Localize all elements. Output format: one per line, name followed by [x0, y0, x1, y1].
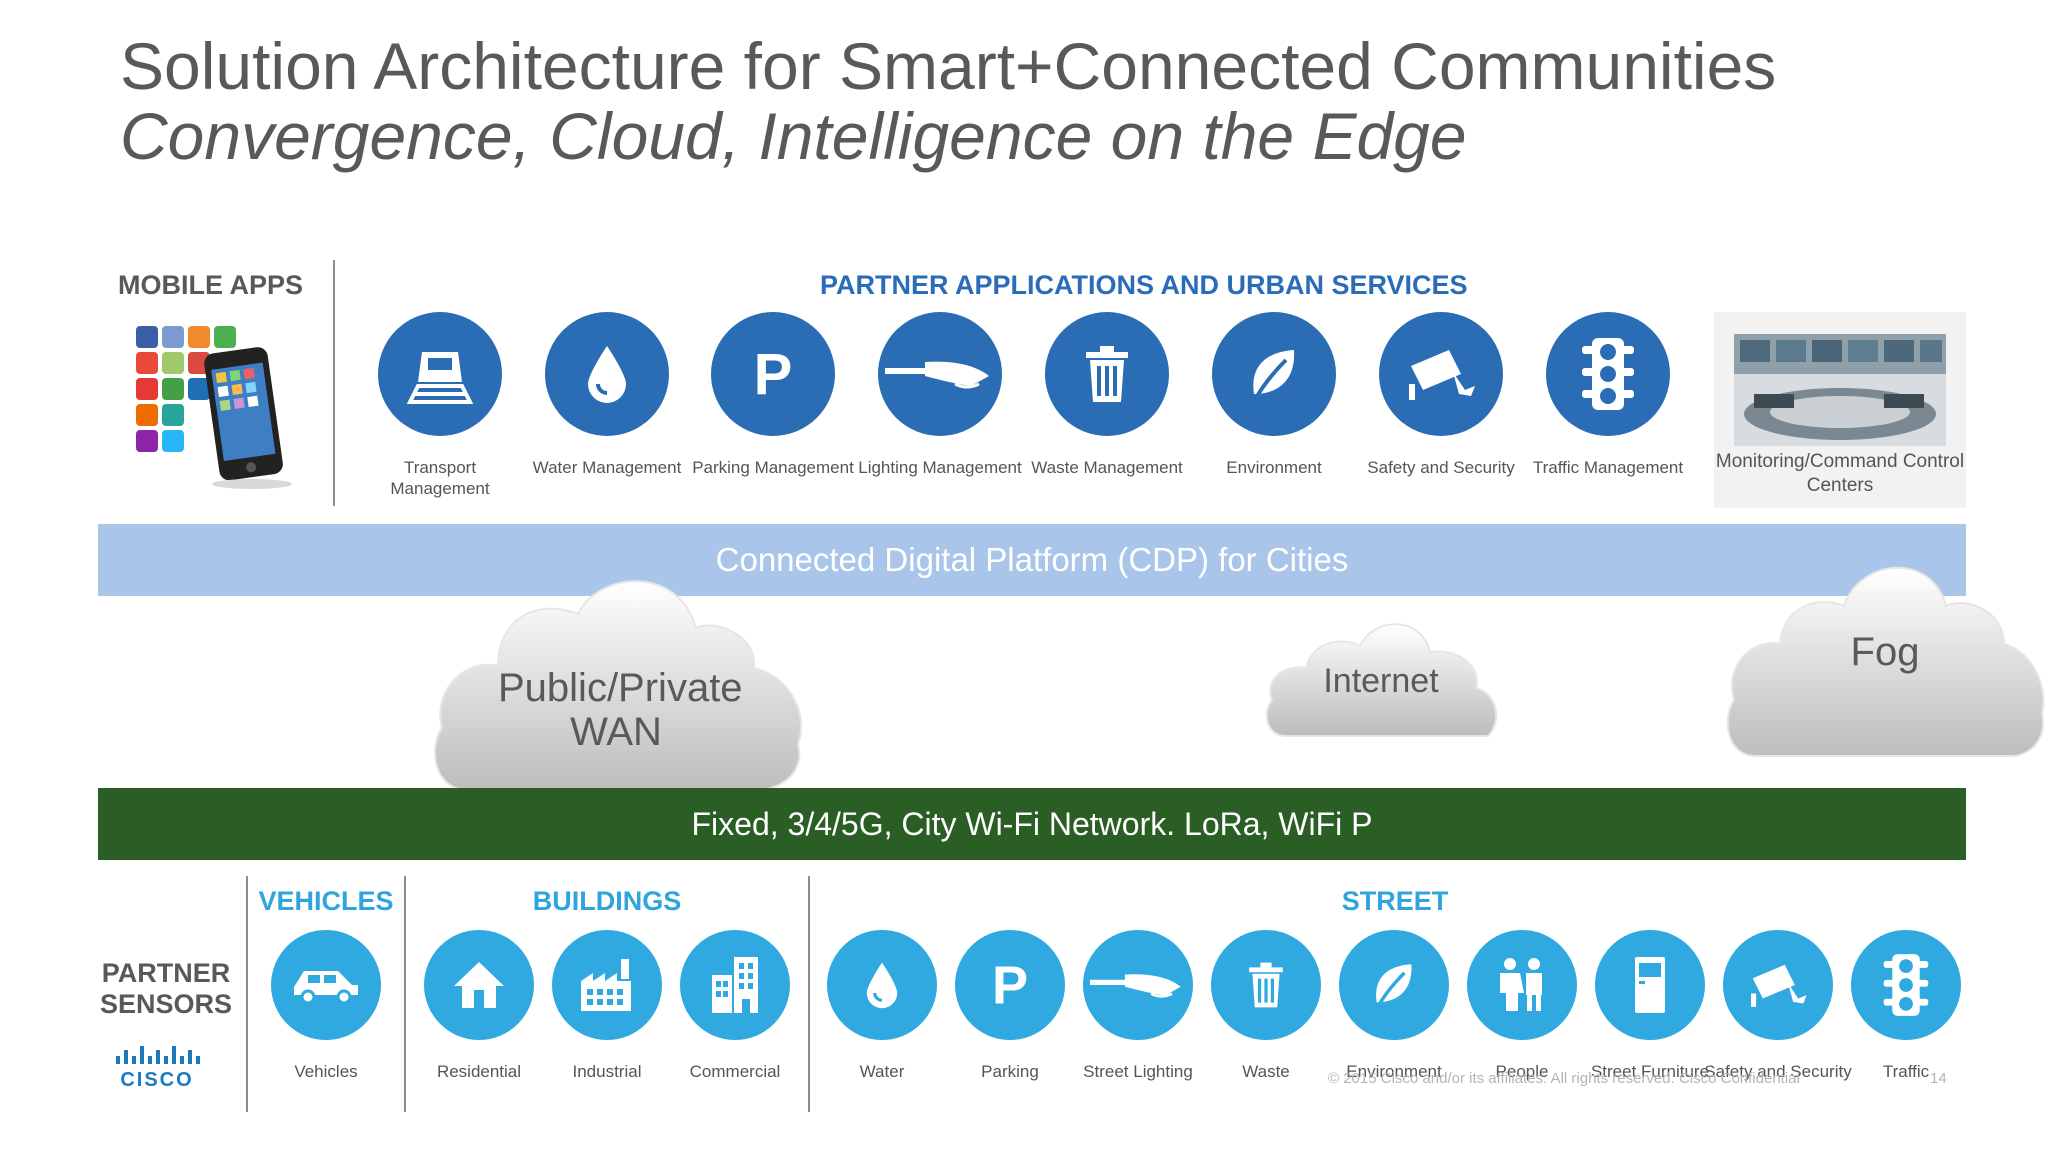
- app-label: Water Management: [532, 458, 682, 477]
- vehicles-heading: VEHICLES: [258, 886, 394, 916]
- wan-cloud-label: Public/Private WAN: [498, 666, 743, 754]
- monitoring-command-center[interactable]: Monitoring/Command Control Centers: [1714, 312, 1966, 508]
- app-label: Lighting Management: [858, 458, 1022, 477]
- monitoring-label: Monitoring/Command Control Centers: [1715, 451, 1965, 496]
- partner-apps-heading: PARTNER APPLICATIONS AND URBAN SERVICES: [820, 270, 1468, 300]
- sensor-label: Safety and Security: [1704, 1062, 1852, 1081]
- parking-icon: P: [711, 312, 835, 436]
- top-divider: [333, 260, 335, 506]
- app-label: Environment: [1226, 458, 1322, 477]
- kiosk-icon: [1595, 930, 1705, 1040]
- fog-cloud-label: Fog: [1850, 630, 1920, 674]
- slide-subtitle: Convergence, Cloud, Intelligence on the …: [120, 99, 1467, 173]
- office-building-icon: [680, 930, 790, 1040]
- internet-cloud: Internet: [1262, 612, 1500, 740]
- leaf-icon: [1339, 930, 1449, 1040]
- fog-cloud-icon: [1726, 566, 2045, 757]
- sensor-label: Waste: [1242, 1062, 1290, 1081]
- parking-icon: P: [955, 930, 1065, 1040]
- app-label: Parking Management: [692, 458, 854, 477]
- sensor-label: Vehicles: [294, 1062, 358, 1081]
- street-heading: STREET: [1341, 886, 1449, 916]
- buildings-heading: BUILDINGS: [532, 886, 682, 916]
- traffic-light-icon: [1546, 312, 1670, 436]
- network-bar: Fixed, 3/4/5G, City Wi-Fi Network. LoRa,…: [98, 788, 1966, 860]
- svg-text:CISCO: CISCO: [120, 1069, 193, 1090]
- street-lamp-icon: [1083, 930, 1193, 1040]
- app-label: Safety and Security: [1367, 458, 1515, 477]
- copyright-footer: © 2015 Cisco and/or its affiliates. All …: [1328, 1070, 1800, 1087]
- camera-icon: [1379, 312, 1503, 436]
- sensors-divider-2: [404, 876, 406, 1112]
- traffic-light-icon: [1851, 930, 1961, 1040]
- sensors-divider-3: [808, 876, 810, 1112]
- sensor-label: Industrial: [572, 1062, 642, 1081]
- trash-icon: [1211, 930, 1321, 1040]
- wan-cloud: Public/Private WAN: [428, 568, 804, 796]
- internet-cloud-label: Internet: [1323, 662, 1439, 700]
- sensor-label: Parking: [981, 1062, 1039, 1081]
- mobile-apps-heading: MOBILE APPS: [118, 270, 304, 300]
- control-room-image: [1734, 334, 1946, 446]
- partner-sensors-heading: PARTNER SENSORS: [99, 958, 233, 1019]
- sensor-label: Traffic: [1882, 1062, 1930, 1081]
- app-label: Waste Management: [1031, 458, 1183, 477]
- sensor-label: Water: [859, 1062, 905, 1081]
- smartphone-apps-icon: [136, 326, 292, 489]
- factory-icon: [552, 930, 662, 1040]
- internet-cloud-icon: [1265, 623, 1497, 737]
- sensor-label: People: [1495, 1062, 1549, 1081]
- house-icon: [424, 930, 534, 1040]
- svg-text:P: P: [992, 957, 1028, 1013]
- car-icon: [271, 930, 381, 1040]
- sensor-label: Street Furniture: [1590, 1062, 1710, 1081]
- camera-icon: [1723, 930, 1833, 1040]
- cisco-logo: CISCO: [116, 1046, 200, 1090]
- svg-text:P: P: [754, 344, 793, 404]
- sensor-label: Environment: [1346, 1062, 1442, 1081]
- leaf-icon: [1212, 312, 1336, 436]
- sensor-label: Residential: [436, 1062, 522, 1081]
- train-icon: [378, 312, 502, 436]
- app-label: Traffic Management: [1532, 458, 1684, 477]
- people-icon: [1467, 930, 1577, 1040]
- street-lamp-icon: [878, 312, 1002, 436]
- sensor-label: Commercial: [689, 1062, 781, 1081]
- sensors-divider-1: [246, 876, 248, 1112]
- trash-icon: [1045, 312, 1169, 436]
- app-label: Transport Management: [390, 458, 490, 498]
- water-drop-icon: [545, 312, 669, 436]
- wan-cloud-icon: [434, 580, 803, 791]
- sensor-label: Street Lighting: [1083, 1062, 1193, 1081]
- slide-title: Solution Architecture for Smart+Connecte…: [120, 29, 1777, 103]
- cdp-platform-bar: Connected Digital Platform (CDP) for Cit…: [98, 524, 1966, 596]
- fog-cloud: Fog: [1722, 550, 2048, 760]
- water-drop-icon: [827, 930, 937, 1040]
- page-number: 14: [1930, 1070, 1947, 1087]
